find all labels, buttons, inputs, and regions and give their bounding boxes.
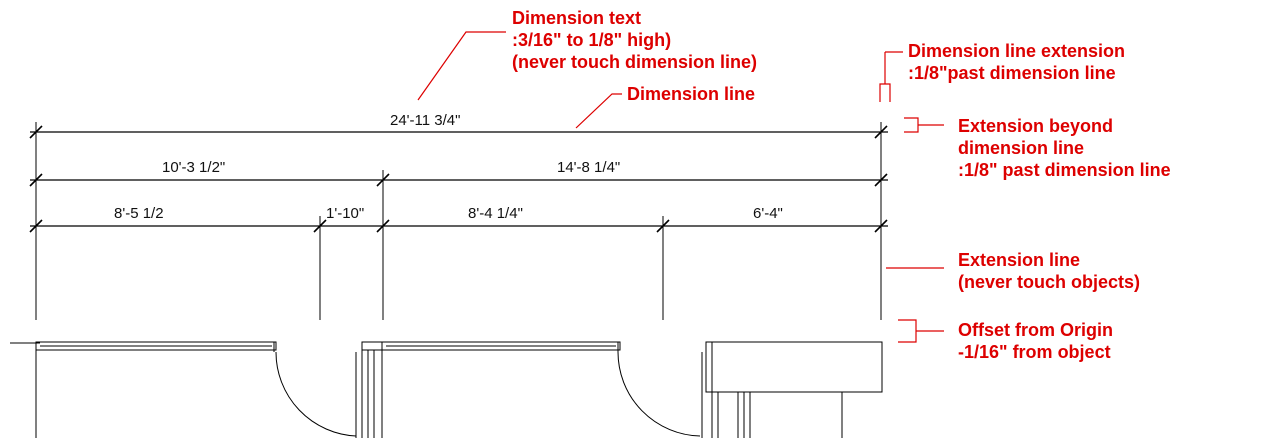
dimension-line-leader <box>575 93 622 129</box>
dimension-line-extension-bracket <box>879 83 891 102</box>
extension-line-note-line1: Extension line <box>958 250 1080 270</box>
extension-lines <box>35 122 882 320</box>
tick <box>376 173 390 187</box>
right-group-dimension-text: 14'-8 1/4" <box>557 159 620 176</box>
left-wall <box>35 341 277 351</box>
cabinet <box>705 341 883 393</box>
center-pillar <box>361 341 383 351</box>
tick <box>874 125 888 139</box>
dimension-text-note-line3: (never touch dimension line) <box>512 52 757 72</box>
seg2-dimension-text: 1'-10" <box>326 205 364 222</box>
extension-line-note-line2: (never touch objects) <box>958 272 1140 292</box>
middle-wall <box>381 341 621 351</box>
offset-bracket <box>898 319 917 343</box>
tick <box>376 219 390 233</box>
dimension-lines <box>30 131 888 227</box>
tick <box>29 173 43 187</box>
dimension-text-note-line1: Dimension text <box>512 8 641 28</box>
tick <box>874 173 888 187</box>
offset-note-line2: -1/16" from object <box>958 342 1111 362</box>
extension-beyond-note-line2: dimension line <box>958 138 1084 158</box>
dimension-text-leader <box>417 31 506 101</box>
annotation-labels: Dimension text :3/16" to 1/8" high) (nev… <box>512 8 1171 362</box>
seg4-dimension-text: 6'-4" <box>753 205 783 222</box>
dimension-values: 24'-11 3/4" 10'-3 1/2" 14'-8 1/4" 8'-5 1… <box>114 112 783 222</box>
dimension-line-extension-note-line2: :1/8"past dimension line <box>908 63 1116 83</box>
overall-dimension-text: 24'-11 3/4" <box>390 112 460 129</box>
tick <box>874 219 888 233</box>
extension-beyond-bracket <box>904 117 919 133</box>
tick-marks <box>29 125 888 233</box>
dimension-line-extension-note-line1: Dimension line extension <box>908 41 1125 61</box>
floor-plan-object <box>10 341 883 438</box>
seg1-dimension-text: 8'-5 1/2 <box>114 205 164 222</box>
door-swing-arc <box>275 351 357 437</box>
dimension-line-note: Dimension line <box>627 84 755 104</box>
tick <box>29 219 43 233</box>
annotation-leaders <box>417 31 944 343</box>
left-group-dimension-text: 10'-3 1/2" <box>162 159 225 176</box>
extension-beyond-note-line3: :1/8" past dimension line <box>958 160 1171 180</box>
tick <box>656 219 670 233</box>
tick <box>29 125 43 139</box>
extension-beyond-note-line1: Extension beyond <box>958 116 1113 136</box>
door-swing-arc <box>617 351 701 437</box>
seg3-dimension-text: 8'-4 1/4" <box>468 205 523 222</box>
dimension-text-note-line2: :3/16" to 1/8" high) <box>512 30 671 50</box>
offset-note-line1: Offset from Origin <box>958 320 1113 340</box>
tick <box>313 219 327 233</box>
